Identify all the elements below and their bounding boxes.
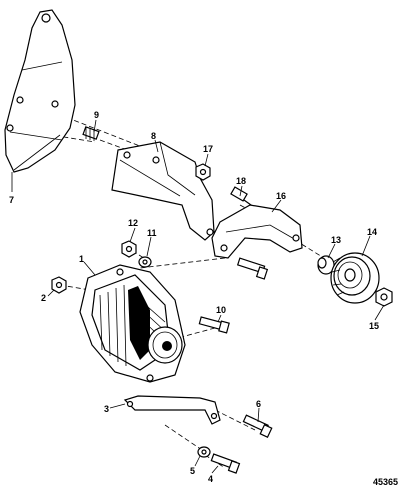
tensioner-bracket-part-16 [211, 204, 303, 259]
bolt-part-4 [210, 453, 241, 474]
callouts: 1 2 3 4 5 6 7 8 9 10 11 12 13 14 15 16 1… [9, 110, 398, 487]
callout-7: 7 [9, 195, 14, 205]
callout-15: 15 [369, 321, 379, 331]
callout-10: 10 [216, 305, 226, 315]
stud-part-9 [82, 126, 100, 141]
callout-8: 8 [151, 131, 156, 141]
alternator-part-1 [79, 264, 186, 383]
callout-9: 9 [94, 110, 99, 120]
callout-14: 14 [367, 227, 377, 237]
callout-2: 2 [41, 293, 46, 303]
bolt-tensioner [236, 257, 269, 280]
callout-11: 11 [147, 228, 157, 238]
washer-part-11 [138, 256, 152, 268]
callout-4: 4 [208, 474, 213, 484]
callout-17: 17 [203, 144, 213, 154]
callout-6: 6 [256, 399, 261, 409]
nut-part-2 [51, 276, 67, 294]
lower-brace-part-3 [123, 395, 221, 425]
reference-number: 45365 [373, 477, 398, 487]
callout-13: 13 [331, 235, 341, 245]
callout-12: 12 [128, 218, 138, 228]
nut-part-15 [375, 287, 393, 307]
mounting-plate-part-7 [4, 9, 76, 173]
callout-18: 18 [236, 176, 246, 186]
bolt-part-10 [198, 316, 230, 334]
washer-part-5 [197, 446, 211, 458]
nut-part-17 [195, 163, 211, 181]
nut-part-12 [121, 240, 137, 258]
callout-3: 3 [104, 404, 109, 414]
pulley-part-14 [330, 252, 380, 304]
callout-1: 1 [79, 254, 84, 264]
bolt-part-6 [242, 414, 273, 439]
bracket-part-8 [111, 141, 215, 241]
callout-5: 5 [190, 466, 195, 476]
callout-16: 16 [276, 191, 286, 201]
leader-lines [11, 119, 385, 474]
